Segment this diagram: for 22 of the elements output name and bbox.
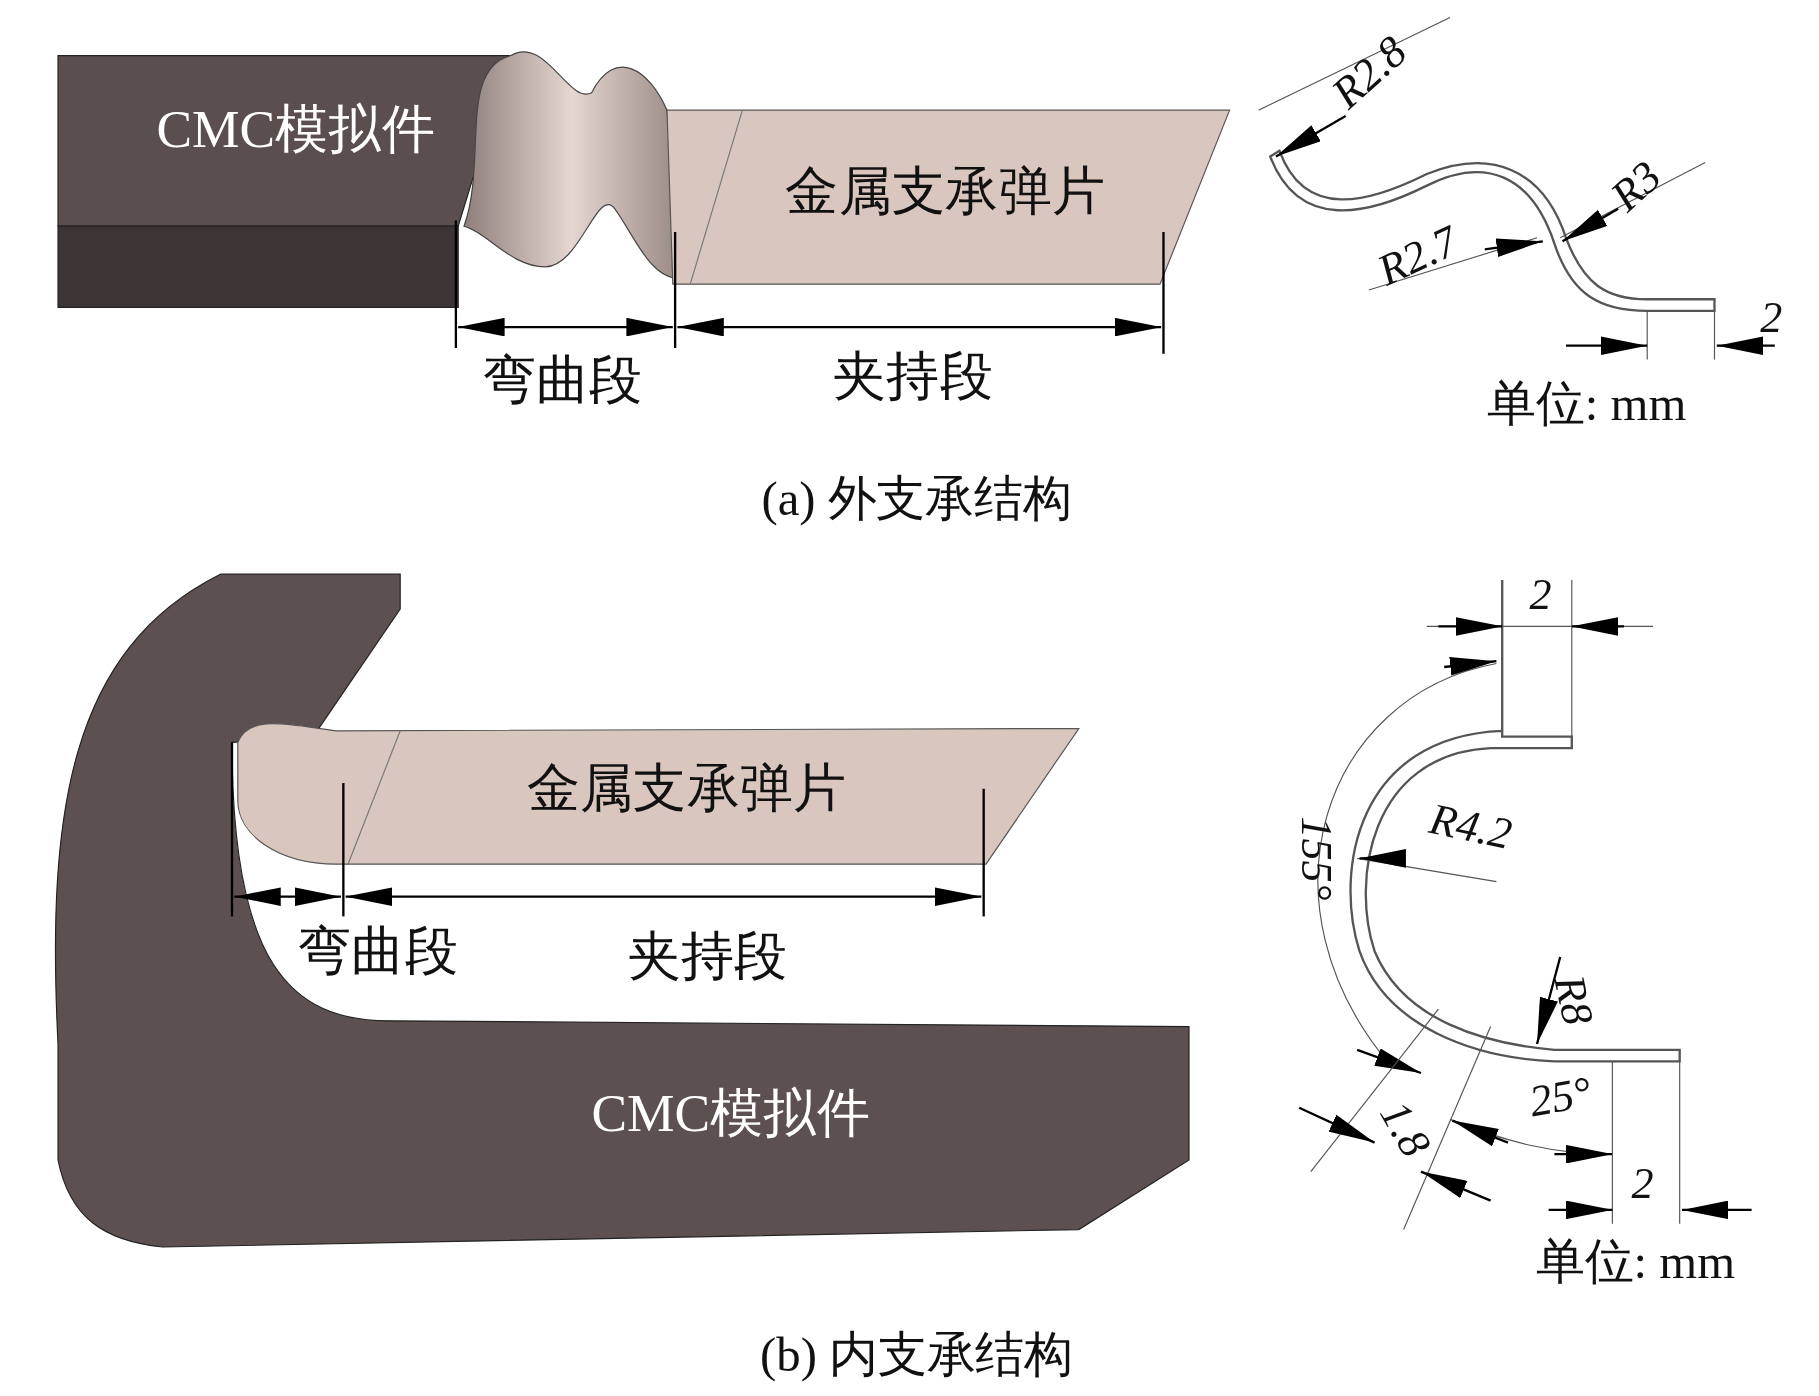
dimension-label: R4.2 [1426,795,1516,856]
section-label: 夹持段 [627,930,788,984]
section-label: 弯曲段 [298,924,459,978]
dimension-label: 2 [1529,571,1552,616]
part-label: CMC模拟件 [591,1086,871,1141]
part-label: 金属支承弹片 [785,164,1106,219]
unit-note: 单位: mm [1536,1237,1736,1287]
dimension-label: R2.7 [1371,217,1464,293]
part-label: CMC模拟件 [156,103,436,157]
part-label: 金属支承弹片 [526,762,847,816]
dimension-label: 25° [1526,1069,1595,1124]
section-label: 夹持段 [832,350,993,404]
dimension-label: 155° [1294,816,1339,901]
figure-caption: (a) 外支承结构 [761,474,1072,524]
unit-note: 单位: mm [1487,379,1687,429]
dimension-label: 2 [1631,1161,1654,1206]
dimension-label: R8 [1547,971,1601,1029]
dimension-label: 1.8 [1373,1093,1439,1164]
figure-caption: (b) 内支承结构 [760,1330,1073,1380]
dimension-label: 2 [1760,294,1783,339]
section-label: 弯曲段 [482,353,643,408]
dimension-label: R3 [1602,152,1669,219]
